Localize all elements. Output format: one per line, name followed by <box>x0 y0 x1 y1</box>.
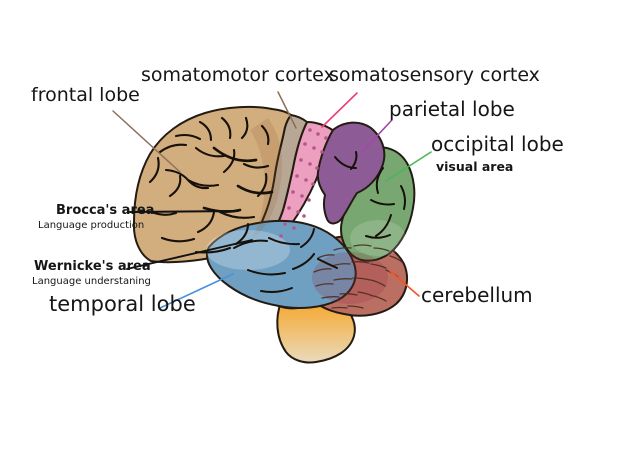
label-brocca-sub: Language production <box>38 220 145 231</box>
leader-frontal-lobe <box>112 110 181 173</box>
label-somatosensory-cortex: somatosensory cortex <box>329 64 540 86</box>
leader-somatosensory-cortex <box>321 92 358 128</box>
somatosensory-dots <box>279 128 328 238</box>
leader-temporal-lobe <box>159 273 234 309</box>
leader-cerebellum <box>389 270 420 297</box>
leader-occipital-lobe <box>385 151 432 182</box>
sulci-lines <box>148 116 406 293</box>
cerebellum-folds <box>313 244 403 309</box>
label-visual-area: visual area <box>436 159 514 174</box>
label-wernicke-sub: Language understaning <box>32 276 151 287</box>
brain-regions <box>132 105 416 364</box>
leader-lines <box>112 91 432 309</box>
label-occipital-lobe: occipital lobe <box>431 132 564 156</box>
leader-parietal-lobe <box>361 120 392 153</box>
label-somatomotor-cortex: somatomotor cortex <box>141 64 335 86</box>
label-temporal-lobe: temporal lobe <box>49 292 196 316</box>
label-wernicke-area: Wernicke's area <box>34 259 151 274</box>
label-parietal-lobe: parietal lobe <box>389 97 515 121</box>
leader-somatomotor-cortex <box>277 91 297 129</box>
leader-brocca-area <box>129 210 239 213</box>
label-cerebellum: cerebellum <box>421 283 533 307</box>
leader-wernicke-area <box>126 239 253 270</box>
parietal-lobe-region <box>316 121 386 225</box>
label-frontal-lobe: frontal lobe <box>31 84 140 106</box>
label-brocca-area: Brocca's area <box>56 203 155 218</box>
